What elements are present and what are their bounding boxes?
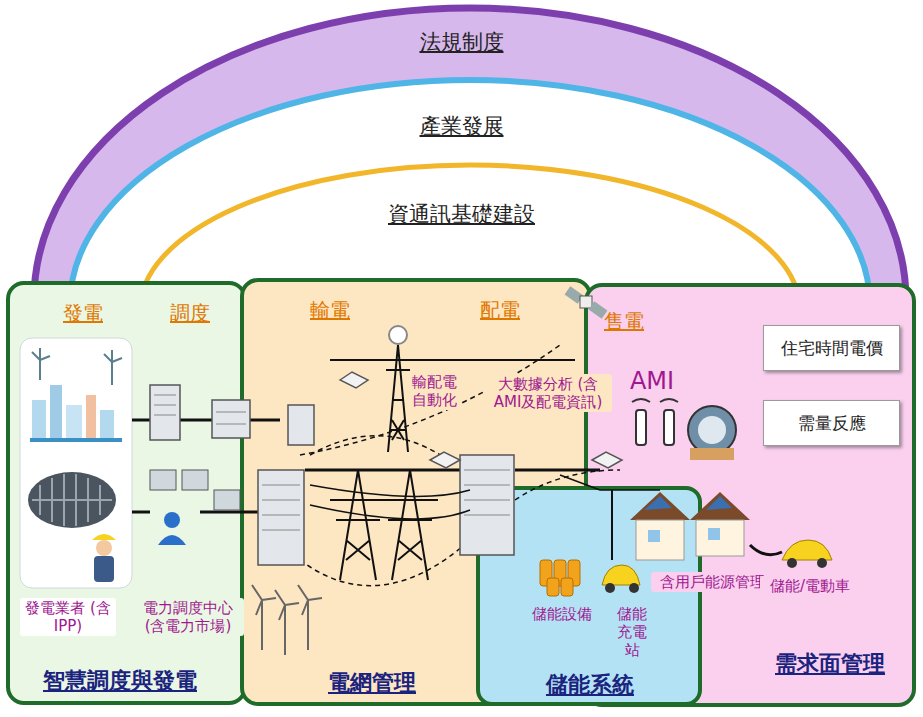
icon-caption: 含用戶能源管理: [651, 572, 773, 592]
demand-response-box: 需量反應: [763, 400, 900, 446]
green-panel: [8, 283, 245, 703]
house-icon: [630, 492, 750, 560]
grid-panel: 輸電 配電電網管理: [242, 280, 590, 704]
icon-caption: 大數據分析 (含AMI及配電資訊): [484, 374, 612, 412]
panel-heading: 售電: [594, 309, 654, 333]
icon-caption: 儲能設備: [524, 604, 600, 624]
panel-title: 需求面管理: [755, 651, 905, 677]
panel-heading: 輸電: [300, 298, 360, 322]
icon-caption: 輸配電自動化: [406, 372, 462, 410]
generation-panel: 發電 調度智慧調度與發電: [8, 283, 245, 703]
tariff-box: 住宅時間電價: [763, 325, 900, 371]
band-title: 法規制度: [0, 30, 923, 55]
icon-caption: 儲能/電動車: [760, 576, 860, 596]
dispatch-computers: [150, 470, 240, 545]
dashed-link: [300, 436, 620, 586]
box-text: 住宅時間電價: [781, 337, 883, 360]
icon-caption: 儲能 充電站: [609, 604, 655, 660]
panel-heading: 調度: [160, 301, 220, 325]
charge-cable: [750, 545, 782, 555]
panel-heading: 配電: [470, 298, 530, 322]
server-slots: [154, 395, 510, 530]
panel-title: 電網管理: [302, 670, 442, 696]
plant-picture: [20, 338, 132, 588]
pole-line: [330, 359, 575, 361]
ami-antenna: [632, 399, 678, 445]
server-icon: [150, 385, 514, 565]
industry-band: 產業發展: [0, 112, 923, 148]
panel-title: 儲能系統: [520, 672, 660, 698]
network-node: [340, 372, 622, 468]
icon-caption: 發電業者 (含IPP): [20, 598, 116, 636]
satellite-icon: [565, 286, 608, 318]
panel-title: 智慧調度與發電: [15, 668, 225, 694]
city-icon: [30, 348, 122, 440]
ict-band: 資通訊基礎建設: [0, 200, 923, 236]
grid-wire: [305, 469, 600, 472]
smart-meter: [688, 406, 736, 460]
transmission-tower: [330, 326, 438, 580]
worker-icon: [92, 534, 116, 582]
icon-caption: AMI: [624, 366, 680, 397]
band-title: 資通訊基礎建設: [0, 202, 923, 227]
turbine-icon: [28, 472, 116, 528]
battery-icon: [540, 560, 580, 596]
icon-caption: 電力調度中心 (含電力市場): [132, 598, 244, 636]
regulation-band: 法規制度: [0, 28, 923, 64]
storage-panel: 儲能系統: [478, 488, 700, 704]
panel-heading: 發電: [53, 301, 113, 325]
band-title: 產業發展: [0, 114, 923, 139]
box-text: 需量反應: [798, 412, 866, 435]
wind-turbine: [252, 585, 322, 655]
